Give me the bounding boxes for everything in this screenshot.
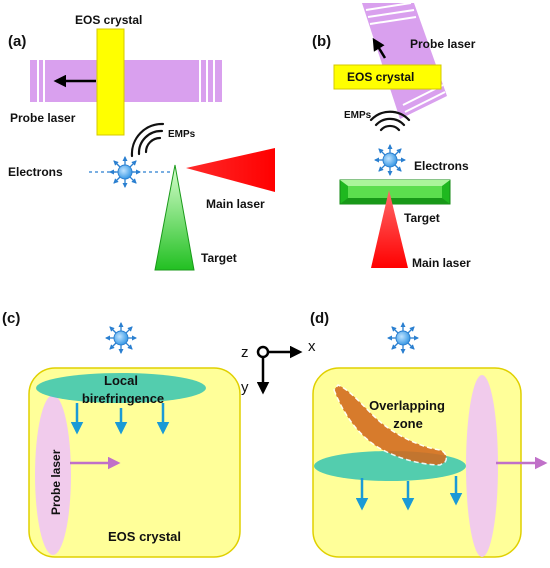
- birefringence-zone-c: [36, 373, 206, 403]
- electrons-label-a: Electrons: [8, 165, 63, 179]
- eos-crystal-box-c: [28, 367, 241, 558]
- panel-b-tag: (b): [312, 33, 331, 50]
- emps-waves-b: [369, 110, 411, 132]
- electrons-label-b: Electrons: [414, 159, 469, 173]
- emps-label-b: EMPs: [344, 110, 372, 121]
- z-axis-symbol: [256, 345, 270, 359]
- main-laser-a: [186, 148, 275, 192]
- z-axis-label: z: [241, 344, 249, 361]
- emps-waves-a: [130, 122, 165, 158]
- x-axis-label: x: [308, 338, 316, 355]
- electron-icon-b: [375, 145, 405, 175]
- target-b: [339, 179, 451, 205]
- zone-label: zone: [393, 416, 423, 431]
- probe-direction-arrow-b: [372, 37, 387, 59]
- coordinate-axes: z x y: [241, 338, 316, 396]
- local-label: Local: [104, 373, 138, 388]
- y-axis-label: y: [241, 379, 249, 396]
- electron-icon-c: [106, 323, 136, 353]
- panel-a-tag: (a): [8, 33, 26, 50]
- panel-a: (a) EOS crystal Probe laser EMPs: [8, 13, 275, 271]
- emps-label-a: EMPs: [168, 129, 196, 140]
- eos-crystal-a: [96, 28, 125, 136]
- main-laser-label-a: Main laser: [206, 197, 265, 211]
- target-a: [154, 164, 195, 271]
- field-arrows-c: [70, 403, 170, 435]
- electron-icon-d: [388, 323, 418, 353]
- overlapping-label: Overlapping: [369, 398, 445, 413]
- probe-laser-beam: [30, 60, 222, 102]
- panel-d: (d) Overlapping zone: [310, 310, 548, 558]
- target-label-a: Target: [201, 251, 237, 265]
- eos-crystal-b: [333, 64, 442, 90]
- panel-b: (b) Probe laser EOS crystal EMPs Ele: [312, 2, 476, 270]
- probe-laser-beam-b: [362, 2, 447, 119]
- probe-laser-label-c: Probe laser: [49, 449, 63, 515]
- electron-icon-a: [110, 157, 140, 187]
- eos-crystal-label-a: EOS crystal: [75, 13, 142, 27]
- probe-laser-label-b: Probe laser: [410, 37, 476, 51]
- target-label-b: Target: [404, 211, 440, 225]
- panel-d-tag: (d): [310, 310, 329, 327]
- eos-crystal-label-c: EOS crystal: [108, 529, 181, 544]
- probe-laser-spot-d: [466, 375, 498, 557]
- main-laser-b: [371, 190, 408, 268]
- field-arrows-d: [355, 476, 463, 511]
- main-laser-label-b: Main laser: [412, 256, 471, 270]
- probe-laser-spot-c: [35, 395, 71, 555]
- panel-c: (c) Local birefringence Probe laser EOS …: [2, 310, 241, 558]
- probe-laser-label-a: Probe laser: [10, 111, 76, 125]
- eos-crystal-label-b: EOS crystal: [347, 70, 414, 84]
- panel-c-tag: (c): [2, 310, 20, 327]
- overlapping-zone: [333, 384, 448, 466]
- birefringence-label: birefringence: [82, 391, 164, 406]
